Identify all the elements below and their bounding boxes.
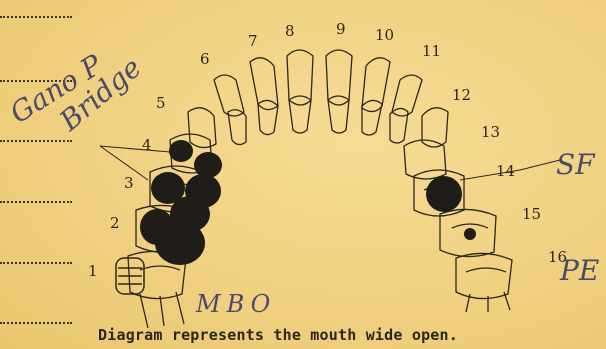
filling-tooth-15 — [464, 228, 476, 240]
tooth-10-outline — [362, 58, 390, 112]
tooth-6-outline — [214, 75, 244, 116]
diagram-caption: Diagram represents the mouth wide open. — [98, 326, 558, 344]
tooth-number-11: 11 — [422, 42, 441, 60]
filling-tooth-5 — [194, 152, 222, 178]
filling-tooth-1 — [155, 221, 205, 265]
tooth-12-outline — [422, 108, 448, 147]
tooth-number-13: 13 — [481, 123, 500, 141]
tooth-number-3: 3 — [124, 174, 134, 192]
tooth-number-8: 8 — [285, 22, 295, 40]
filling-tooth-4 — [169, 140, 193, 162]
filling-tooth-14 — [426, 176, 462, 212]
treatment-marks — [140, 140, 476, 265]
tooth-number-15: 15 — [522, 205, 541, 223]
cingulum-9 — [328, 96, 349, 133]
cingulum-7 — [258, 100, 278, 134]
tooth-number-5: 5 — [156, 94, 166, 112]
tooth-number-7: 7 — [248, 32, 258, 50]
handwritten-note-mbo: MBO — [195, 290, 276, 318]
tooth-16-outline — [456, 253, 512, 298]
handwritten-note-pe: PE — [559, 254, 599, 287]
tooth-number-6: 6 — [200, 50, 210, 68]
tooth-7-outline — [250, 58, 278, 110]
handwritten-note-sf: SF — [556, 148, 596, 181]
cingulum-11 — [390, 108, 408, 143]
tooth-number-1: 1 — [88, 262, 98, 280]
cingulum-10 — [362, 100, 382, 135]
tooth-5-outline — [188, 108, 216, 148]
tooth-number-9: 9 — [336, 20, 346, 38]
tooth-8-outline — [287, 50, 313, 105]
tooth-number-2: 2 — [110, 214, 120, 232]
tooth-9-outline — [326, 50, 352, 105]
tooth-number-14: 14 — [496, 162, 515, 180]
cingulum-8 — [289, 96, 311, 133]
tooth-number-10: 10 — [375, 26, 394, 44]
tooth-number-4: 4 — [142, 136, 152, 154]
tooth-number-12: 12 — [452, 86, 471, 104]
